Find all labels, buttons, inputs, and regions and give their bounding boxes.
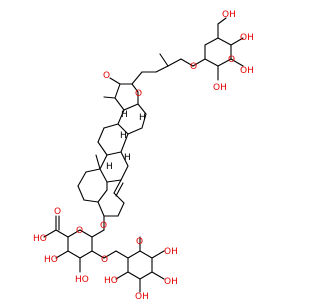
furan-ring: [103, 77, 139, 111]
c-ring: [97, 123, 129, 156]
label-oh: OH: [135, 292, 149, 300]
label-o: O: [136, 237, 143, 247]
label-oh: OH: [222, 10, 236, 20]
label-oh: OH: [164, 277, 178, 287]
label-ho: HO: [75, 275, 89, 285]
label-h: H: [121, 110, 128, 120]
label-o: O: [76, 226, 83, 236]
label-oh: OH: [240, 33, 254, 43]
b-ring: [99, 151, 129, 197]
label-h: H: [139, 113, 146, 123]
rhamnose-ring: [103, 236, 165, 293]
a-ring: [77, 154, 125, 217]
label-ho: HO: [44, 255, 58, 265]
label-ho: HO: [33, 234, 47, 244]
label-oh: OH: [213, 83, 227, 93]
label-o: O: [54, 207, 61, 217]
side-chain: [131, 53, 194, 85]
label-o: O: [103, 71, 110, 81]
atom-labels: OH O O OH OH OH O O H H H H H O O O HO O…: [33, 10, 254, 300]
label-o: O: [228, 55, 235, 65]
label-oh: OH: [164, 247, 178, 257]
top-sugar-ring: [192, 17, 244, 81]
label-h: H: [120, 131, 127, 141]
label-h: H: [106, 162, 113, 172]
label-o: O: [101, 255, 108, 265]
d-ring: [117, 103, 147, 135]
label-o: O: [135, 89, 142, 99]
glucuronic-ring: [43, 215, 105, 273]
label-oh: OH: [240, 66, 254, 76]
label-ho: HO: [104, 276, 118, 286]
label-o: O: [100, 221, 107, 231]
molecule-structure-diagram: OH O O OH OH OH O O H H H H H O O O HO O…: [33, 10, 254, 300]
label-h: H: [124, 153, 131, 163]
label-o: O: [190, 62, 197, 72]
